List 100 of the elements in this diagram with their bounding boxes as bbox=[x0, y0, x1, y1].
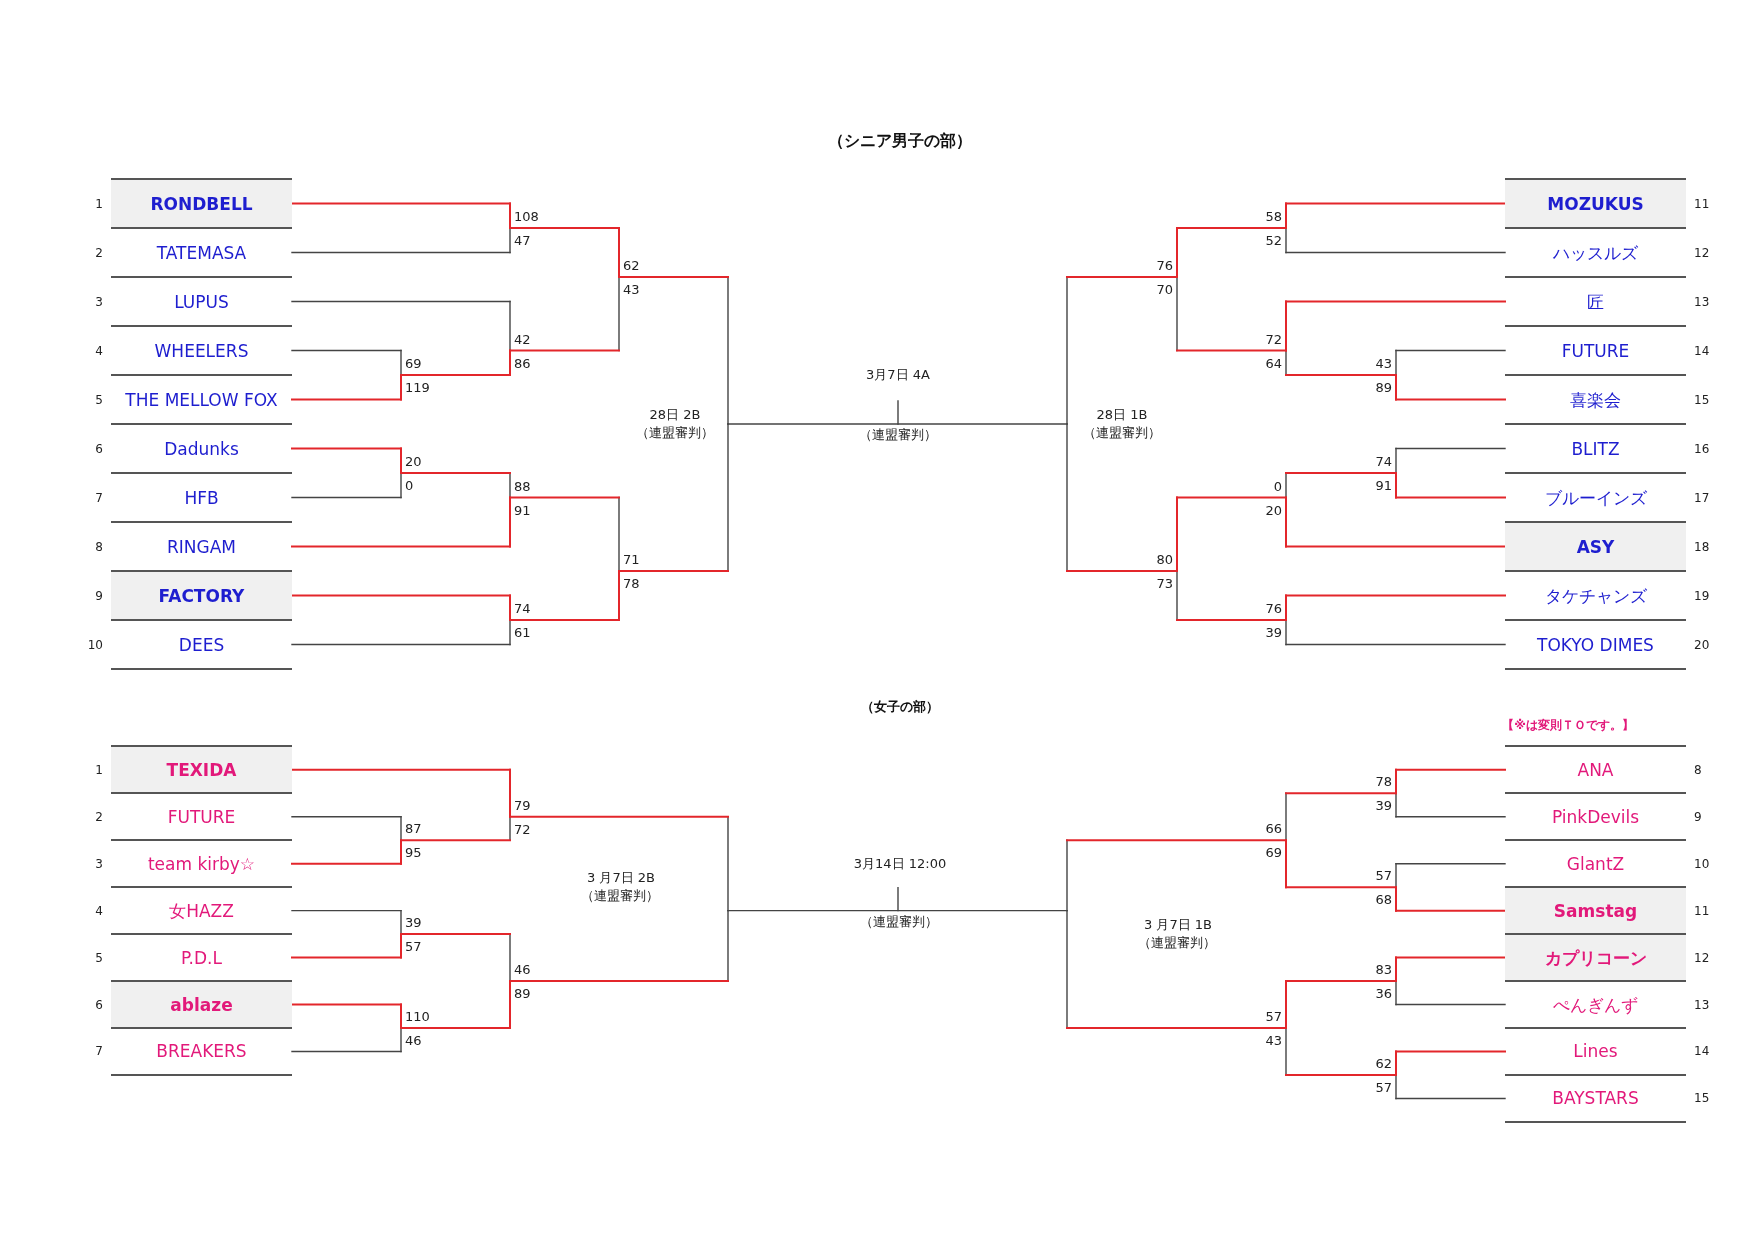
seed-number: 9 bbox=[1694, 809, 1702, 824]
seed-number: 5 bbox=[95, 392, 103, 407]
referee-note: （連盟審判） bbox=[859, 427, 937, 443]
team-name: WHEELERS bbox=[154, 340, 249, 361]
score: 86 bbox=[514, 355, 531, 371]
score: 80 bbox=[1156, 552, 1173, 567]
seed-number: 6 bbox=[95, 441, 103, 456]
team-name: ブルーインズ bbox=[1544, 487, 1647, 508]
team-name: MOZUKUS bbox=[1547, 193, 1644, 214]
seed-number: 14 bbox=[1694, 343, 1710, 358]
match-schedule: 3 月7日 2B bbox=[587, 870, 655, 886]
score: 73 bbox=[1156, 576, 1173, 591]
score: 46 bbox=[514, 962, 531, 978]
seed-number: 8 bbox=[1694, 762, 1702, 777]
seed-number: 11 bbox=[1694, 196, 1710, 211]
score: 91 bbox=[1375, 478, 1392, 493]
score: 74 bbox=[514, 601, 531, 616]
score: 58 bbox=[1265, 209, 1282, 224]
team-name: GlantZ bbox=[1566, 853, 1625, 874]
team-name: Samstag bbox=[1553, 900, 1638, 921]
team-name: TEXIDA bbox=[166, 759, 237, 780]
score: 72 bbox=[514, 821, 531, 837]
team-name: TATEMASA bbox=[156, 242, 247, 263]
team-name: RINGAM bbox=[167, 536, 236, 557]
score: 78 bbox=[1375, 774, 1392, 790]
seed-number: 14 bbox=[1694, 1044, 1710, 1059]
referee-note: （連盟審判） bbox=[636, 425, 714, 441]
team-name: FACTORY bbox=[158, 585, 245, 606]
score: 47 bbox=[514, 233, 531, 248]
score: 0 bbox=[1273, 478, 1282, 494]
seed-number: 2 bbox=[95, 245, 103, 260]
seed-number: 3 bbox=[95, 856, 103, 871]
score: 68 bbox=[1375, 892, 1392, 908]
seed-number: 8 bbox=[95, 539, 103, 554]
referee-note: （連盟審判） bbox=[860, 914, 938, 930]
score: 87 bbox=[405, 821, 422, 837]
score: 61 bbox=[514, 625, 531, 640]
score: 89 bbox=[1375, 380, 1392, 395]
referee-note: （連盟審判） bbox=[1083, 425, 1161, 441]
score: 43 bbox=[623, 282, 640, 297]
seed-number: 12 bbox=[1694, 245, 1710, 260]
seed-number: 13 bbox=[1694, 997, 1710, 1012]
team-name: FUTURE bbox=[167, 806, 236, 827]
section-heading: （女子の部） bbox=[861, 699, 939, 715]
team-name: タケチャンズ bbox=[1544, 585, 1647, 606]
team-name: 匠 bbox=[1587, 291, 1604, 312]
match-schedule: 3月7日 4A bbox=[866, 367, 930, 383]
section-heading: （シニア男子の部） bbox=[828, 130, 972, 150]
seed-number: 18 bbox=[1694, 539, 1710, 554]
seed-number: 20 bbox=[1694, 637, 1710, 652]
seed-number: 4 bbox=[95, 343, 103, 358]
score: 42 bbox=[514, 331, 531, 347]
score: 88 bbox=[514, 478, 531, 494]
score: 43 bbox=[1375, 356, 1392, 371]
score: 91 bbox=[514, 502, 531, 518]
team-name: LUPUS bbox=[174, 291, 229, 312]
score: 52 bbox=[1265, 233, 1282, 248]
referee-note: （連盟審判） bbox=[581, 888, 659, 904]
referee-note: （連盟審判） bbox=[1138, 935, 1216, 951]
score: 76 bbox=[1265, 601, 1282, 616]
score: 119 bbox=[405, 380, 430, 395]
team-name: BREAKERS bbox=[156, 1041, 247, 1062]
seed-number: 7 bbox=[95, 490, 103, 505]
score: 36 bbox=[1375, 986, 1392, 1002]
seed-number: 11 bbox=[1694, 903, 1710, 918]
team-name: ASY bbox=[1576, 536, 1615, 557]
score: 89 bbox=[514, 986, 531, 1002]
seed-number: 13 bbox=[1694, 294, 1710, 309]
score: 46 bbox=[405, 1033, 422, 1048]
score: 57 bbox=[1375, 868, 1392, 884]
score: 69 bbox=[405, 356, 422, 371]
team-name: BAYSTARS bbox=[1552, 1088, 1639, 1109]
team-name: 女HAZZ bbox=[169, 900, 234, 921]
seed-number: 15 bbox=[1694, 1091, 1710, 1106]
score: 0 bbox=[405, 478, 414, 493]
team-name: FUTURE bbox=[1561, 340, 1630, 361]
seed-number: 5 bbox=[95, 950, 103, 965]
team-name: ablaze bbox=[170, 994, 233, 1015]
team-name: BLITZ bbox=[1571, 438, 1620, 459]
score: 72 bbox=[1265, 331, 1282, 347]
seed-number: 10 bbox=[1694, 856, 1710, 871]
team-name: THE MELLOW FOX bbox=[125, 389, 278, 410]
score: 69 bbox=[1265, 845, 1282, 861]
score: 64 bbox=[1265, 355, 1282, 371]
score: 66 bbox=[1265, 821, 1282, 837]
match-schedule: 3 月7日 1B bbox=[1144, 917, 1212, 933]
seed-number: 10 bbox=[87, 637, 103, 652]
score: 76 bbox=[1156, 258, 1173, 273]
score: 62 bbox=[1375, 1055, 1392, 1071]
team-name: HFB bbox=[184, 487, 219, 508]
score: 71 bbox=[623, 552, 640, 567]
score: 57 bbox=[1265, 1009, 1282, 1024]
score: 39 bbox=[1375, 798, 1392, 814]
score: 110 bbox=[405, 1009, 430, 1024]
score: 20 bbox=[405, 454, 422, 469]
seed-number: 9 bbox=[95, 588, 103, 603]
score: 57 bbox=[1375, 1079, 1392, 1095]
seed-number: 3 bbox=[95, 294, 103, 309]
score: 39 bbox=[1265, 625, 1282, 640]
score: 74 bbox=[1375, 454, 1392, 469]
